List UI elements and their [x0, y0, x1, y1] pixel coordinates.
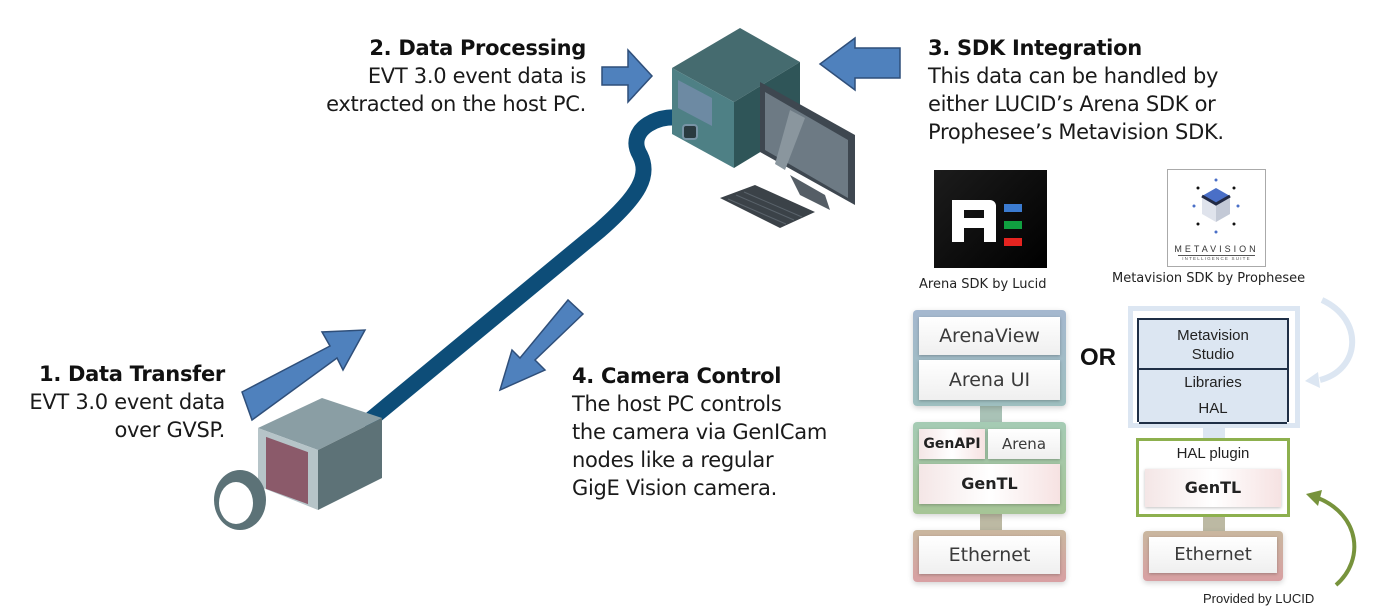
step-3-line-1: This data can be handled by — [928, 64, 1219, 88]
step-4-line-2: the camera via GenICam — [572, 420, 827, 444]
metavision-cube-icon — [1192, 178, 1240, 234]
layer-genapi: GenAPI — [919, 429, 985, 459]
metavision-software-group: Metavision Studio Libraries HAL — [1128, 306, 1300, 428]
step-2-line-1: EVT 3.0 event data is — [367, 64, 586, 88]
provided-by-label: Provided by LUCID — [1203, 591, 1315, 606]
step-1-line-2: over GVSP. — [114, 418, 225, 442]
step-4-line-1: The host PC controls — [572, 392, 782, 416]
step-4-line-3: nodes like a regular — [572, 448, 774, 472]
layer-arenaview: ArenaView — [919, 317, 1060, 355]
metavision-connector-2 — [1203, 517, 1225, 533]
step-1-block: 1. Data Transfer EVT 3.0 event data over… — [29, 360, 225, 444]
layer-ethernet: Ethernet — [919, 536, 1060, 574]
arena-network-group: Ethernet — [913, 530, 1066, 582]
layer-metavision-studio: Metavision Studio — [1139, 320, 1287, 370]
metavision-return-arrow — [1319, 297, 1356, 383]
metavision-logo-caption: Metavision SDK by Prophesee — [1112, 271, 1306, 286]
hal-plugin-label: HAL plugin — [1176, 445, 1250, 462]
arrow-step4-down — [498, 298, 585, 392]
arena-logo-bar-green — [1004, 221, 1022, 229]
host-pc-icon — [672, 28, 855, 228]
arrow-step3-left — [818, 36, 901, 92]
step-4-line-4: GigE Vision camera. — [572, 476, 777, 500]
step-2-line-2: extracted on the host PC. — [326, 92, 586, 116]
step-3-line-3: Prophesee’s Metavision SDK. — [928, 120, 1224, 144]
arena-ui-group: ArenaView Arena UI — [913, 310, 1066, 406]
step-1-title: 1. Data Transfer — [39, 362, 225, 386]
network-cable — [362, 109, 698, 428]
metavision-sdk-logo: METAVISION INTELLIGENCE SUITE — [1167, 169, 1266, 267]
or-label: OR — [1080, 344, 1116, 371]
arrow-step1-up — [241, 329, 367, 422]
step-3-title: 3. SDK Integration — [928, 36, 1142, 60]
mv-network-group: Ethernet — [1143, 531, 1283, 581]
step-2-title: 2. Data Processing — [369, 36, 586, 60]
layer-libraries: Libraries — [1139, 370, 1287, 398]
step-4-block: 4. Camera Control The host PC controls t… — [572, 362, 827, 502]
step-3-line-2: either LUCID’s Arena SDK or — [928, 92, 1216, 116]
hal-plugin-group: HAL plugin GenTL — [1136, 438, 1290, 517]
layer-arena: Arena — [988, 429, 1060, 459]
metavision-connector-1 — [1203, 428, 1225, 440]
step-2-block: 2. Data Processing EVT 3.0 event data is… — [326, 34, 586, 118]
step-3-block: 3. SDK Integration This data can be hand… — [928, 34, 1224, 146]
arena-logo-caption: Arena SDK by Lucid — [919, 277, 1047, 292]
arena-logo-icon — [952, 200, 1022, 246]
layer-gentl: GenTL — [919, 464, 1060, 504]
arena-connector-2 — [980, 512, 1002, 532]
arena-sdk-logo — [934, 170, 1047, 268]
step-1-line-1: EVT 3.0 event data — [29, 390, 225, 414]
step-4-title: 4. Camera Control — [572, 364, 782, 388]
camera-icon — [214, 398, 382, 530]
arena-logo-bar-blue — [1004, 204, 1022, 212]
arrow-step2-right — [601, 48, 654, 104]
arena-api-group: GenAPI Arena GenTL — [913, 422, 1066, 514]
metavision-wordmark: METAVISION — [1174, 244, 1259, 254]
arena-logo-bar-red — [1004, 238, 1022, 246]
layer-mv-gentl: GenTL — [1145, 469, 1281, 507]
arena-connector-1 — [980, 404, 1002, 424]
metavision-tagline: INTELLIGENCE SUITE — [1178, 255, 1255, 261]
layer-mv-ethernet: Ethernet — [1149, 537, 1277, 573]
layer-hal: HAL — [1139, 396, 1287, 424]
layer-metavision-studio-label: Metavision Studio — [1177, 327, 1249, 363]
layer-arena-ui: Arena UI — [919, 360, 1060, 400]
provided-by-arrow — [1317, 496, 1357, 587]
